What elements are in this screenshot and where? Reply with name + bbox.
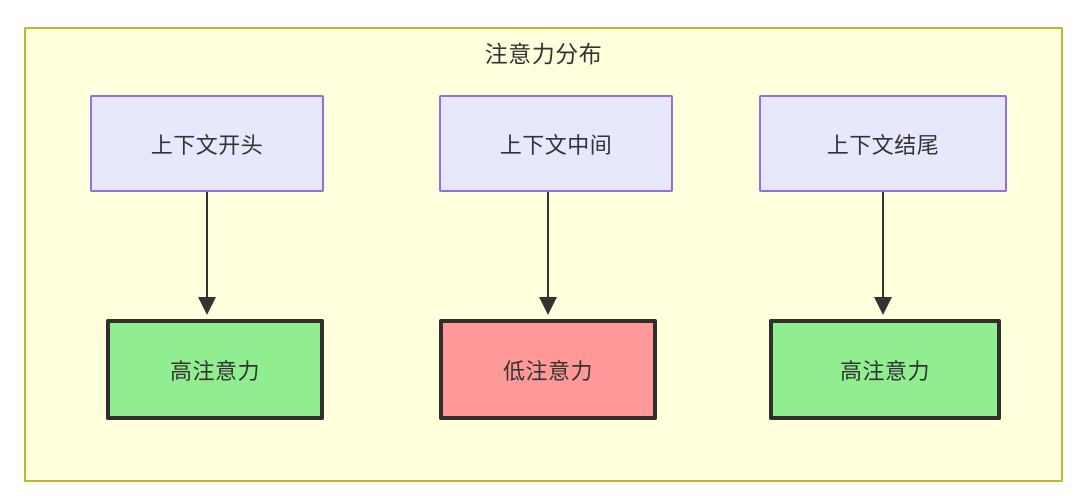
node-context-middle[interactable]: 上下文中间 <box>439 95 673 192</box>
node-attention-col3[interactable]: 高注意力 <box>769 319 1001 420</box>
node-attention-col1[interactable]: 高注意力 <box>106 319 324 420</box>
node-context-end[interactable]: 上下文结尾 <box>759 95 1007 192</box>
subgraph-container: 注意力分布 上下文开头 高注意力 上下文中间 低注意力 上下文结尾 高注意力 <box>24 27 1063 482</box>
node-attention-col2[interactable]: 低注意力 <box>439 319 657 420</box>
node-context-start[interactable]: 上下文开头 <box>90 95 324 192</box>
subgraph-title: 注意力分布 <box>484 41 603 67</box>
